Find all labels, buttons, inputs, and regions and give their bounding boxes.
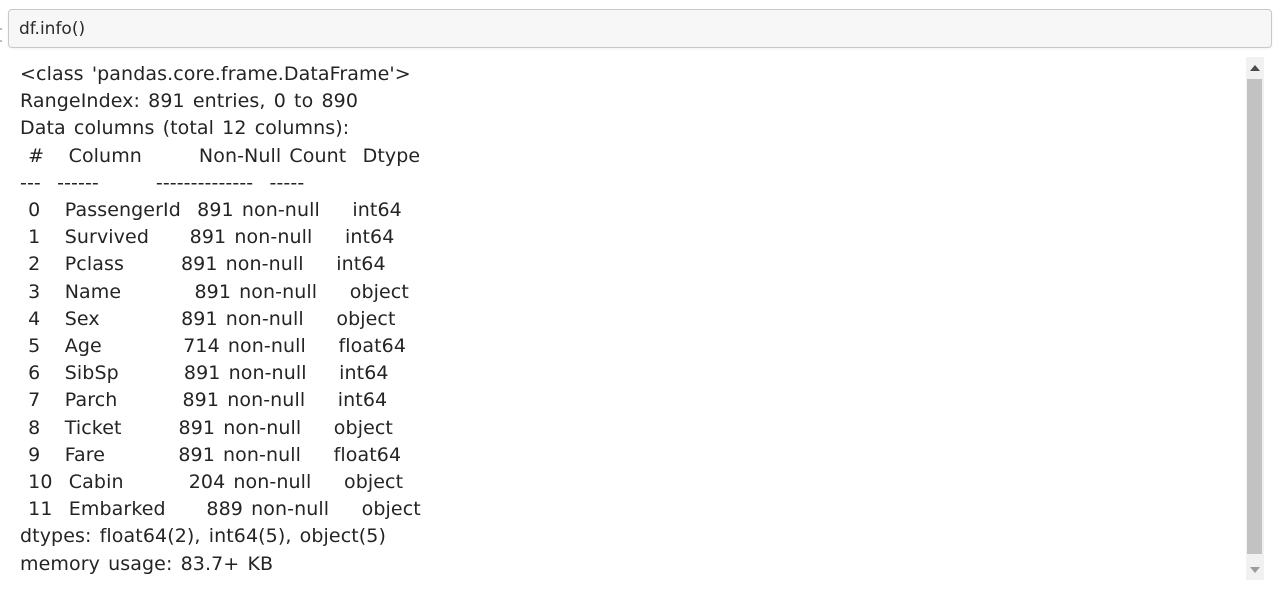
code-input[interactable] <box>8 9 1272 48</box>
scroll-down-button[interactable] <box>1246 559 1264 580</box>
clipped-prompt-artifact <box>0 28 2 30</box>
scrollbar-thumb[interactable] <box>1247 79 1262 554</box>
scrollbar-track[interactable] <box>1246 78 1264 559</box>
output-text: <class 'pandas.core.frame.DataFrame'> Ra… <box>20 63 421 575</box>
output-area: <class 'pandas.core.frame.DataFrame'> Ra… <box>0 57 1264 580</box>
triangle-down-icon <box>1250 566 1260 573</box>
triangle-up-icon <box>1250 64 1260 71</box>
scroll-up-button[interactable] <box>1246 57 1264 78</box>
output-scrollbar[interactable] <box>1246 57 1264 580</box>
